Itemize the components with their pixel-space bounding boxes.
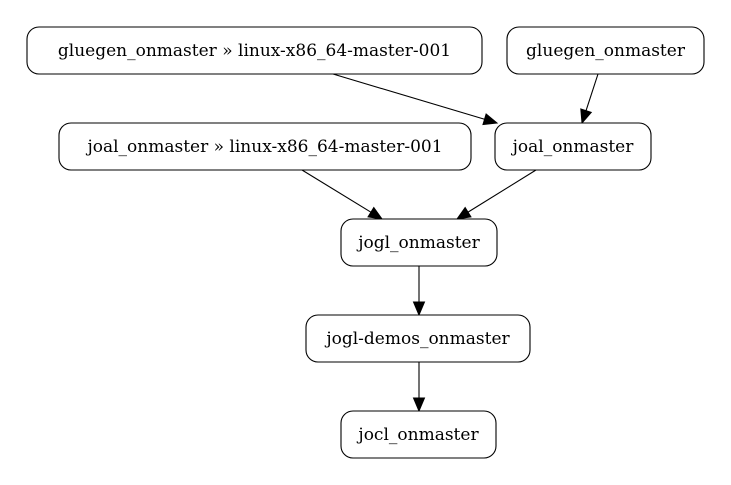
- arrowhead-icon: [455, 206, 472, 220]
- edge-joal-to-jogl: [455, 169, 537, 220]
- node-jocl[interactable]: jocl_onmaster: [340, 410, 497, 459]
- arrowhead-icon: [482, 113, 499, 126]
- edge-line: [301, 169, 372, 213]
- edge-line: [585, 73, 599, 111]
- node-label: gluegen_onmaster » linux-x86_64-master-0…: [58, 41, 451, 61]
- node-box: [26, 26, 483, 75]
- node-box: [58, 122, 472, 171]
- node-label: gluegen_onmaster: [526, 41, 686, 61]
- arrowhead-icon: [412, 301, 426, 317]
- arrowhead-icon: [367, 206, 384, 220]
- node-gluegen[interactable]: gluegen_onmaster: [506, 26, 705, 75]
- node-box: [506, 26, 705, 75]
- edge-line: [467, 169, 537, 213]
- node-box: [494, 122, 652, 171]
- edge-gluegen-linux-to-joal: [332, 73, 499, 126]
- arrowhead-icon: [580, 108, 593, 125]
- node-label: jocl_onmaster: [356, 425, 479, 445]
- node-jogl-demos[interactable]: jogl-demos_onmaster: [305, 314, 531, 363]
- node-box: [305, 314, 531, 363]
- edge-jogl-demos-to-jocl: [412, 362, 426, 413]
- node-jogl[interactable]: jogl_onmaster: [340, 218, 498, 267]
- arrowhead-icon: [412, 397, 426, 413]
- node-label: jogl-demos_onmaster: [324, 329, 510, 349]
- edge-jogl-to-jogl-demos: [412, 266, 426, 317]
- node-joal-linux[interactable]: joal_onmaster » linux-x86_64-master-001: [58, 122, 472, 171]
- node-joal[interactable]: joal_onmaster: [494, 122, 652, 171]
- node-box: [340, 410, 497, 459]
- node-gluegen-linux[interactable]: gluegen_onmaster » linux-x86_64-master-0…: [26, 26, 483, 75]
- node-label: joal_onmaster » linux-x86_64-master-001: [85, 137, 442, 157]
- edge-line: [332, 73, 485, 120]
- nodes-layer: gluegen_onmaster » linux-x86_64-master-0…: [26, 26, 705, 459]
- edge-joal-linux-to-jogl: [301, 169, 384, 220]
- edges-layer: [301, 73, 599, 413]
- node-label: jogl_onmaster: [356, 233, 480, 253]
- edge-gluegen-to-joal: [580, 73, 599, 125]
- node-label: joal_onmaster: [511, 137, 635, 157]
- node-box: [340, 218, 498, 267]
